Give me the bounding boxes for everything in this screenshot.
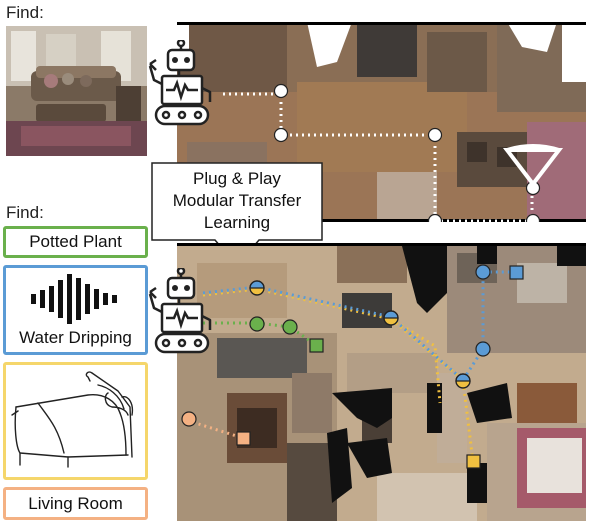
goal-potted-plant: Potted Plant bbox=[3, 226, 148, 258]
goal-potted-plant-label: Potted Plant bbox=[29, 232, 122, 251]
goal-water-dripping: Water Dripping bbox=[3, 265, 148, 355]
goal-bed-sketch bbox=[3, 362, 148, 480]
callout-line-1: Plug & Play bbox=[193, 169, 281, 188]
callout-line-2: Modular Transfer bbox=[172, 191, 302, 210]
callout-bubble: Plug & Play Modular Transfer Learning bbox=[149, 160, 325, 270]
room-photo bbox=[6, 26, 147, 156]
robot-icon-bottom bbox=[146, 266, 218, 356]
goal-water-dripping-label: Water Dripping bbox=[19, 328, 132, 347]
bed-sketch-icon bbox=[11, 371, 134, 468]
sound-wave-icon bbox=[30, 274, 117, 324]
top-floor-map bbox=[177, 22, 586, 222]
find-label-bottom: Find: bbox=[6, 203, 44, 222]
find-label-top: Find: bbox=[6, 3, 44, 22]
goal-living-room-label: Living Room bbox=[28, 493, 123, 513]
robot-icon-top bbox=[146, 38, 218, 128]
callout-line-3: Learning bbox=[203, 213, 271, 232]
goal-living-room: Living Room bbox=[3, 487, 148, 520]
bottom-floor-map bbox=[177, 243, 586, 521]
